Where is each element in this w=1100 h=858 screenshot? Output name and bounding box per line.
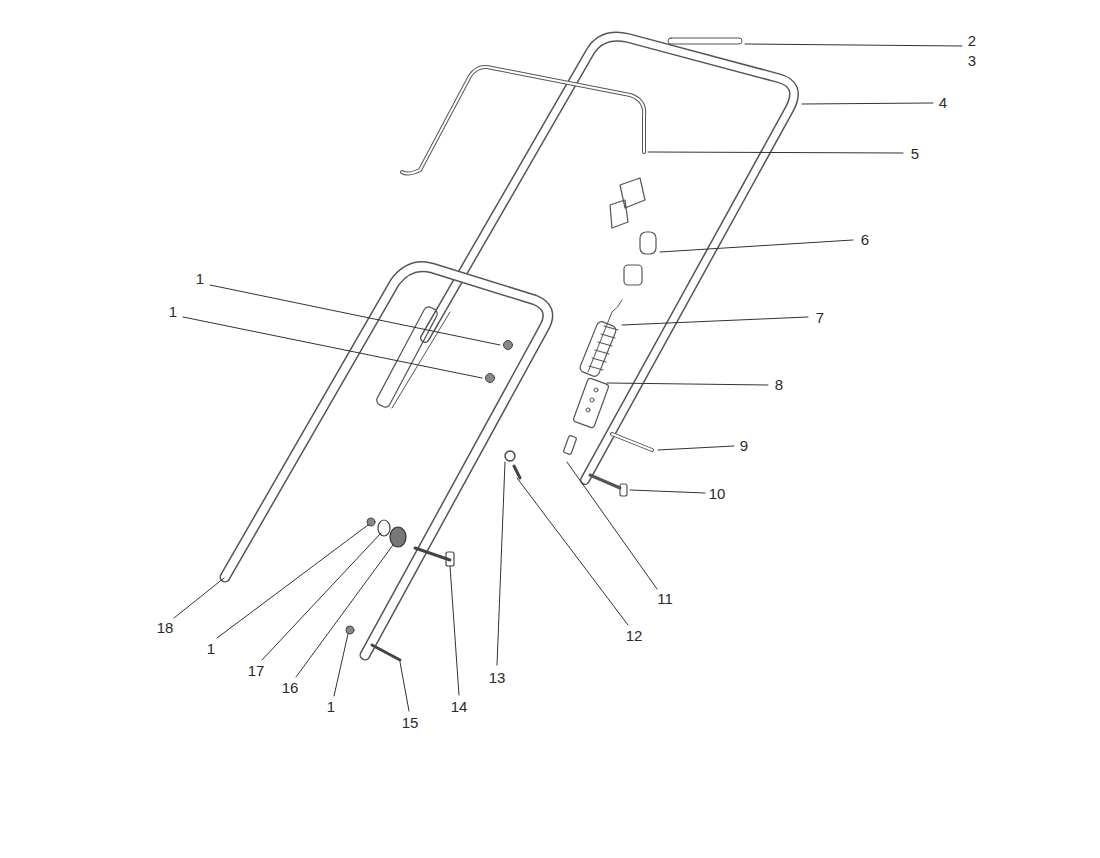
callout-number: 1 [206,641,216,656]
callout-number: 14 [450,699,469,714]
callout-number: 6 [860,232,870,247]
callout-number: 5 [910,146,920,161]
callout-number: 15 [401,715,420,730]
callout-number: 4 [938,95,948,110]
callout-number: 12 [625,628,644,643]
callout-number: 7 [815,310,825,325]
callout-number: 13 [488,670,507,685]
callout-number: 9 [739,438,749,453]
callout-number: 1 [326,699,336,714]
callout-number: 1 [195,271,205,286]
callout-number: 8 [774,377,784,392]
callout-number: 1 [168,304,178,319]
callout-number: 17 [247,663,266,678]
callout-number: 2 [967,33,977,48]
callout-number: 11 [656,591,674,606]
callout-number: 18 [156,620,175,635]
callout-number: 10 [708,486,727,501]
callout-number: 16 [281,680,300,695]
callout-number: 3 [967,53,977,68]
